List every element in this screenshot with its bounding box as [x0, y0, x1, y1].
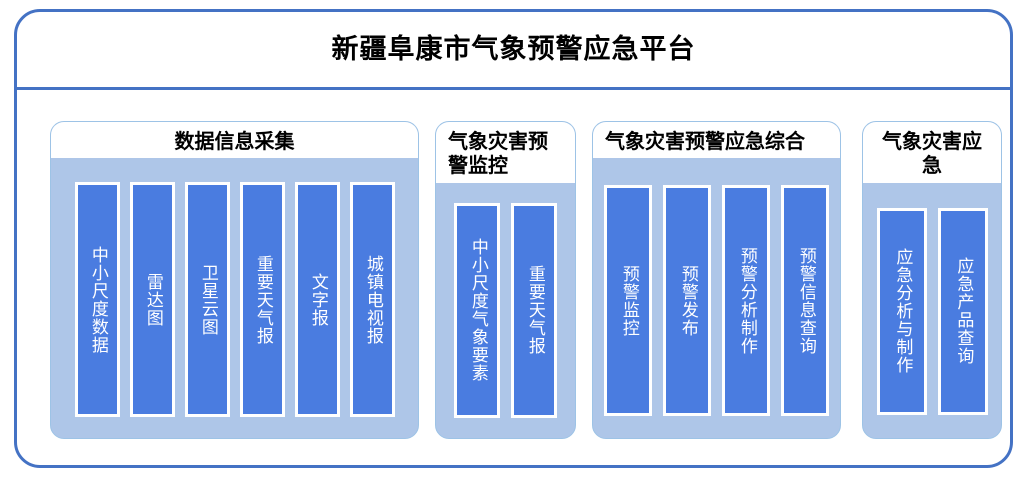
- module-item-zhongxiaochidushuju[interactable]: 中小尺度数据: [74, 182, 120, 417]
- module-group-body: 中小尺度数据 雷达图 卫星云图 重要天气报 文字报 城镇电视报: [51, 158, 418, 438]
- module-groups-row: 数据信息采集 中小尺度数据 雷达图 卫星云图 重要天气报 文字报 城: [17, 90, 1010, 465]
- module-group-warning-integrated[interactable]: 气象灾害预警应急综合 预警监控 预警发布 预警分析制作 预警信息查询: [592, 121, 841, 439]
- page-title: 新疆阜康市气象预警应急平台: [331, 34, 696, 65]
- module-item-label: 重要天气报: [252, 254, 273, 345]
- module-item-zhongxiaochiduqixiangyaosu[interactable]: 中小尺度气象要素: [454, 202, 500, 418]
- module-group-body: 预警监控 预警发布 预警分析制作 预警信息查询: [593, 158, 840, 438]
- module-item-label: 重要天气报: [524, 265, 545, 356]
- module-item-zhongyaotianqibao[interactable]: 重要天气报: [511, 202, 557, 418]
- module-item-label: 文字报: [307, 272, 328, 327]
- module-item-label: 预警分析制作: [736, 246, 757, 355]
- module-group-body: 中小尺度气象要素 重要天气报: [436, 183, 575, 438]
- module-item-label: 应急产品查询: [953, 257, 974, 366]
- module-item-wenzibao[interactable]: 文字报: [294, 182, 340, 417]
- module-item-yujingjiankong[interactable]: 预警监控: [604, 185, 652, 416]
- module-item-leidatu[interactable]: 雷达图: [129, 182, 175, 417]
- module-item-chengzhendianshibao[interactable]: 城镇电视报: [349, 182, 395, 417]
- module-item-yujingfabu[interactable]: 预警发布: [663, 185, 711, 416]
- platform-title-bar: 新疆阜康市气象预警应急平台: [17, 12, 1010, 90]
- module-group-title: 气象灾害预警监控: [436, 122, 575, 183]
- module-group-data-collection[interactable]: 数据信息采集 中小尺度数据 雷达图 卫星云图 重要天气报 文字报 城: [50, 121, 419, 439]
- module-item-yujingfenxizhizuo[interactable]: 预警分析制作: [722, 185, 770, 416]
- module-item-weixingyuntu[interactable]: 卫星云图: [184, 182, 230, 417]
- module-group-disaster-emergency[interactable]: 气象灾害应急 应急分析与制作 应急产品查询: [862, 121, 1002, 439]
- module-item-yujingxinxichaxun[interactable]: 预警信息查询: [781, 185, 829, 416]
- module-group-title: 数据信息采集: [51, 122, 418, 159]
- module-item-label: 卫星云图: [197, 263, 218, 336]
- module-item-zhongyaotianqibao[interactable]: 重要天气报: [239, 182, 285, 417]
- platform-frame: 新疆阜康市气象预警应急平台 数据信息采集 中小尺度数据 雷达图 卫星云图 重要天…: [14, 9, 1013, 468]
- module-item-label: 预警发布: [677, 264, 698, 337]
- module-item-yingjichanpinchaxun[interactable]: 应急产品查询: [937, 207, 988, 415]
- module-group-title: 气象灾害应急: [863, 122, 1001, 183]
- module-item-yingjifenxiyuzhizuo[interactable]: 应急分析与制作: [876, 207, 927, 415]
- module-group-warning-monitor[interactable]: 气象灾害预警监控 中小尺度气象要素 重要天气报: [435, 121, 576, 439]
- module-item-label: 中小尺度数据: [87, 245, 108, 354]
- module-item-label: 中小尺度气象要素: [467, 238, 488, 383]
- module-item-label: 应急分析与制作: [892, 248, 913, 375]
- module-item-label: 雷达图: [142, 272, 163, 327]
- module-item-label: 城镇电视报: [362, 254, 383, 345]
- module-group-body: 应急分析与制作 应急产品查询: [863, 183, 1001, 438]
- module-group-title: 气象灾害预警应急综合: [593, 122, 840, 159]
- module-item-label: 预警信息查询: [795, 246, 816, 355]
- module-item-label: 预警监控: [618, 264, 639, 337]
